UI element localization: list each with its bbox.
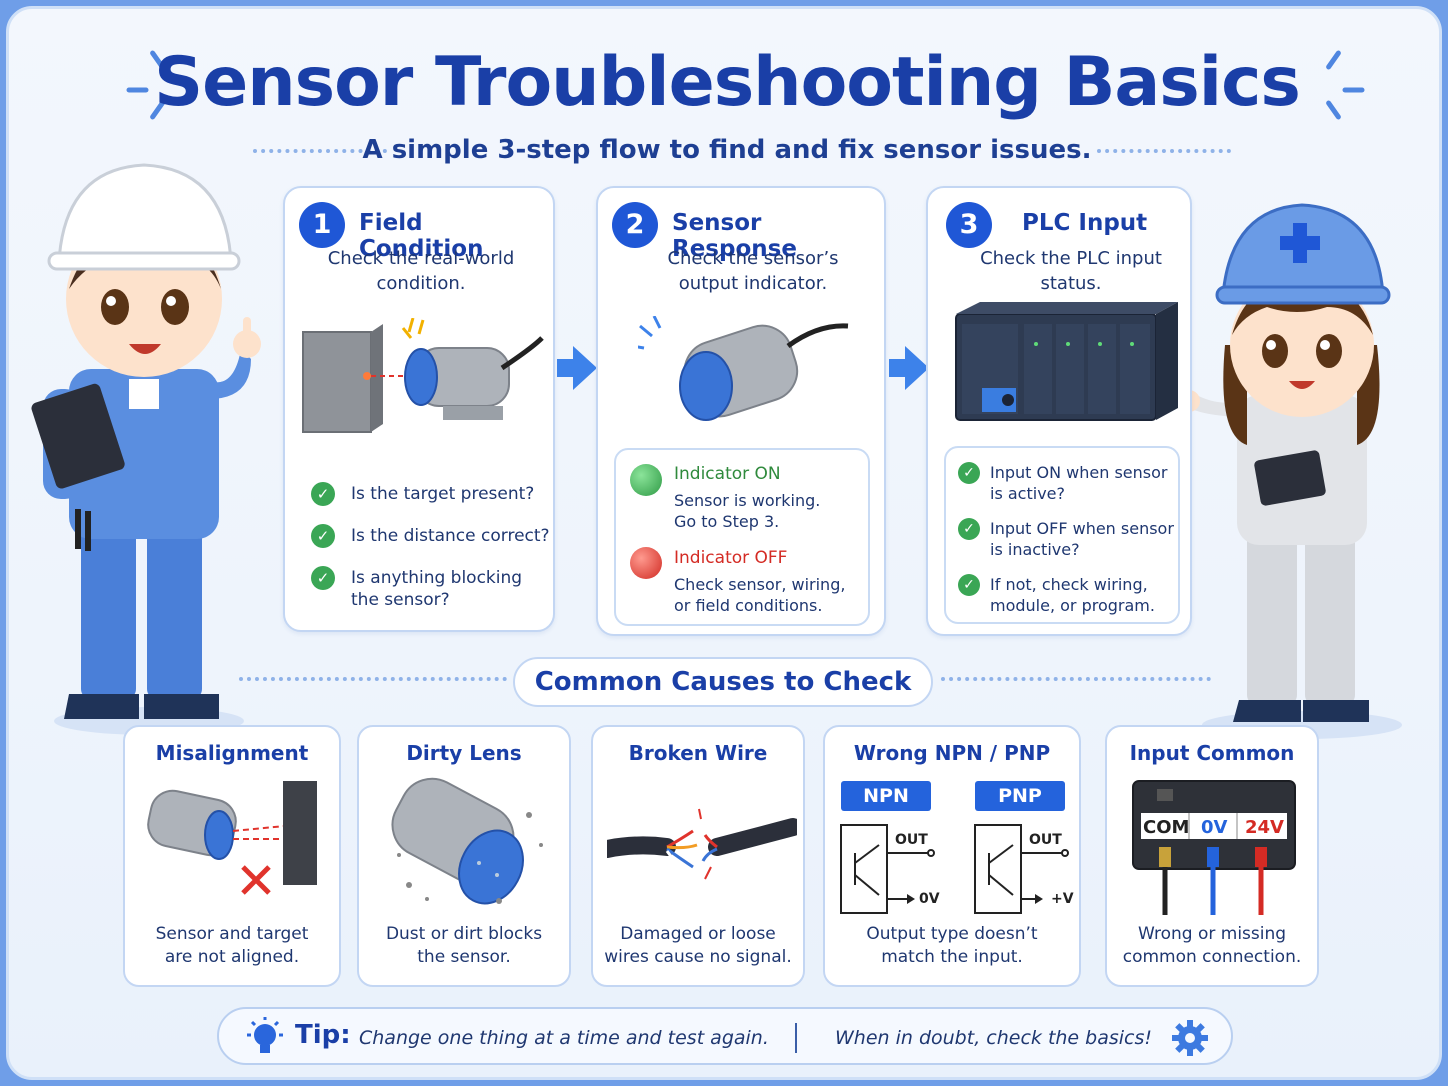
checklist-item: Input ON when sensor is active? [990,463,1168,503]
check-icon: ✓ [958,518,980,540]
cause-description: Wrong or missing common connection. [1122,924,1302,967]
cause-card-wrong-npn-pnp: Wrong NPN / PNP NPN PNP OUT 0V OUT +V Ou… [823,725,1081,987]
red-led-icon [630,547,662,579]
npn-pnp-circuit-diagram [840,824,1069,914]
indicator-on-label: Indicator ON [674,464,781,484]
cause-title: Input Common [1129,741,1295,765]
terminal-com-label: COM [1143,817,1190,838]
checklist-item: Input OFF when sensor is inactive? [990,519,1174,559]
sensor-illustration [638,316,849,421]
npn-out-label: OUT [895,832,928,848]
cause-card-misalignment: Misalignment Sensor and target are not a… [123,725,341,987]
dirty-lens-illustration [391,777,543,905]
step-title: Sensor Response [672,210,797,262]
tip-text: Change one thing at a time and test agai… [359,1027,769,1049]
step-number-badge: 3 [946,202,992,248]
tip-bar: Tip: Change one thing at a time and test… [217,1007,1233,1065]
arrow-right-icon [557,359,575,377]
green-led-icon [630,464,662,496]
step-number-badge: 2 [612,202,658,248]
infographic-frame: Sensor Troubleshooting Basics A simple 3… [6,6,1442,1080]
cause-description: Output type doesn’t match the input. [866,924,1038,967]
checklist-item: Is the distance correct? [351,526,550,546]
cause-title: Misalignment [155,741,309,765]
checklist-item: Is the target present? [351,484,535,504]
pnp-out-label: OUT [1029,832,1062,848]
terminal-block-illustration [1132,780,1296,915]
indicator-off-text: Check sensor, wiring, or field condition… [674,575,846,615]
technician-left-illustration [29,149,269,743]
cause-title: Dirty Lens [406,741,522,765]
sensor-and-target-illustration [302,318,544,433]
divider-dots [1097,149,1231,153]
cause-card-dirty-lens: Dirty Lens Dust or dirt blocks the senso… [357,725,571,987]
step-title: Field Condition [359,210,484,262]
misalignment-illustration [147,781,317,895]
cause-card-broken-wire: Broken Wire Damaged or loose wires cause… [591,725,805,987]
lightbulb-icon [247,1017,283,1053]
cause-description: Damaged or loose wires cause no signal. [604,924,792,967]
npn-ground-label: 0V [919,891,940,907]
check-icon: ✓ [311,482,335,506]
checklist-item: Is anything blocking the sensor? [351,568,523,610]
broken-wire-illustration [607,808,797,880]
gear-icon [1172,1020,1208,1056]
cause-description: Sensor and target are not aligned. [155,924,309,967]
terminal-24v-label: 24V [1245,817,1284,838]
check-icon: ✓ [311,566,335,590]
step-card-field-condition: 1 Field Condition Check the real-world c… [283,186,555,632]
tip-text: When in doubt, check the basics! [835,1027,1153,1049]
step-card-sensor-response: 2 Sensor Response Check the sensor’s out… [596,186,886,636]
cause-title: Wrong NPN / PNP [853,741,1051,765]
step-card-plc-input: 3 PLC Input Check the PLC input status. … [926,186,1192,636]
check-icon: ✓ [958,462,980,484]
page-subtitle: A simple 3-step flow to find and fix sen… [362,135,1092,165]
terminal-0v-label: 0V [1201,817,1228,838]
divider-dots [239,677,507,681]
cause-title: Broken Wire [628,741,768,765]
step-number-badge: 1 [299,202,345,248]
technician-right-illustration [1177,195,1427,749]
check-icon: ✓ [311,524,335,548]
indicator-off-label: Indicator OFF [674,548,788,568]
common-causes-heading: Common Causes to Check [513,657,933,707]
cause-card-input-common: Input Common COM 0V 24V Wrong or missing… [1105,725,1319,987]
npn-tag: NPN [841,781,931,811]
cause-description: Dust or dirt blocks the sensor. [385,924,543,967]
pnp-supply-label: +V [1051,891,1074,907]
indicator-status-box: Indicator ON Sensor is working. Go to St… [614,448,870,626]
page-title: Sensor Troubleshooting Basics [154,43,1301,122]
step-title: PLC Input [1022,210,1148,236]
step-description: Check the PLC input status. [980,248,1162,294]
pnp-tag: PNP [975,781,1065,811]
check-icon: ✓ [958,574,980,596]
indicator-on-text: Sensor is working. Go to Step 3. [674,491,821,531]
step-description: Check the sensor’s output indicator. [667,248,839,294]
divider-dots [941,677,1211,681]
arrow-right-icon [905,346,929,390]
tip-label: Tip: [295,1020,351,1050]
plc-module-illustration [955,302,1178,421]
step-description: Check the real-world condition. [327,248,515,294]
arrow-right-icon [889,359,907,377]
checklist-item: If not, check wiring, module, or program… [990,575,1155,615]
arrow-right-icon [573,346,597,390]
plc-check-box: ✓ Input ON when sensor is active? ✓ Inpu… [944,446,1180,624]
divider-dots [253,149,387,153]
tip-divider [795,1023,797,1053]
